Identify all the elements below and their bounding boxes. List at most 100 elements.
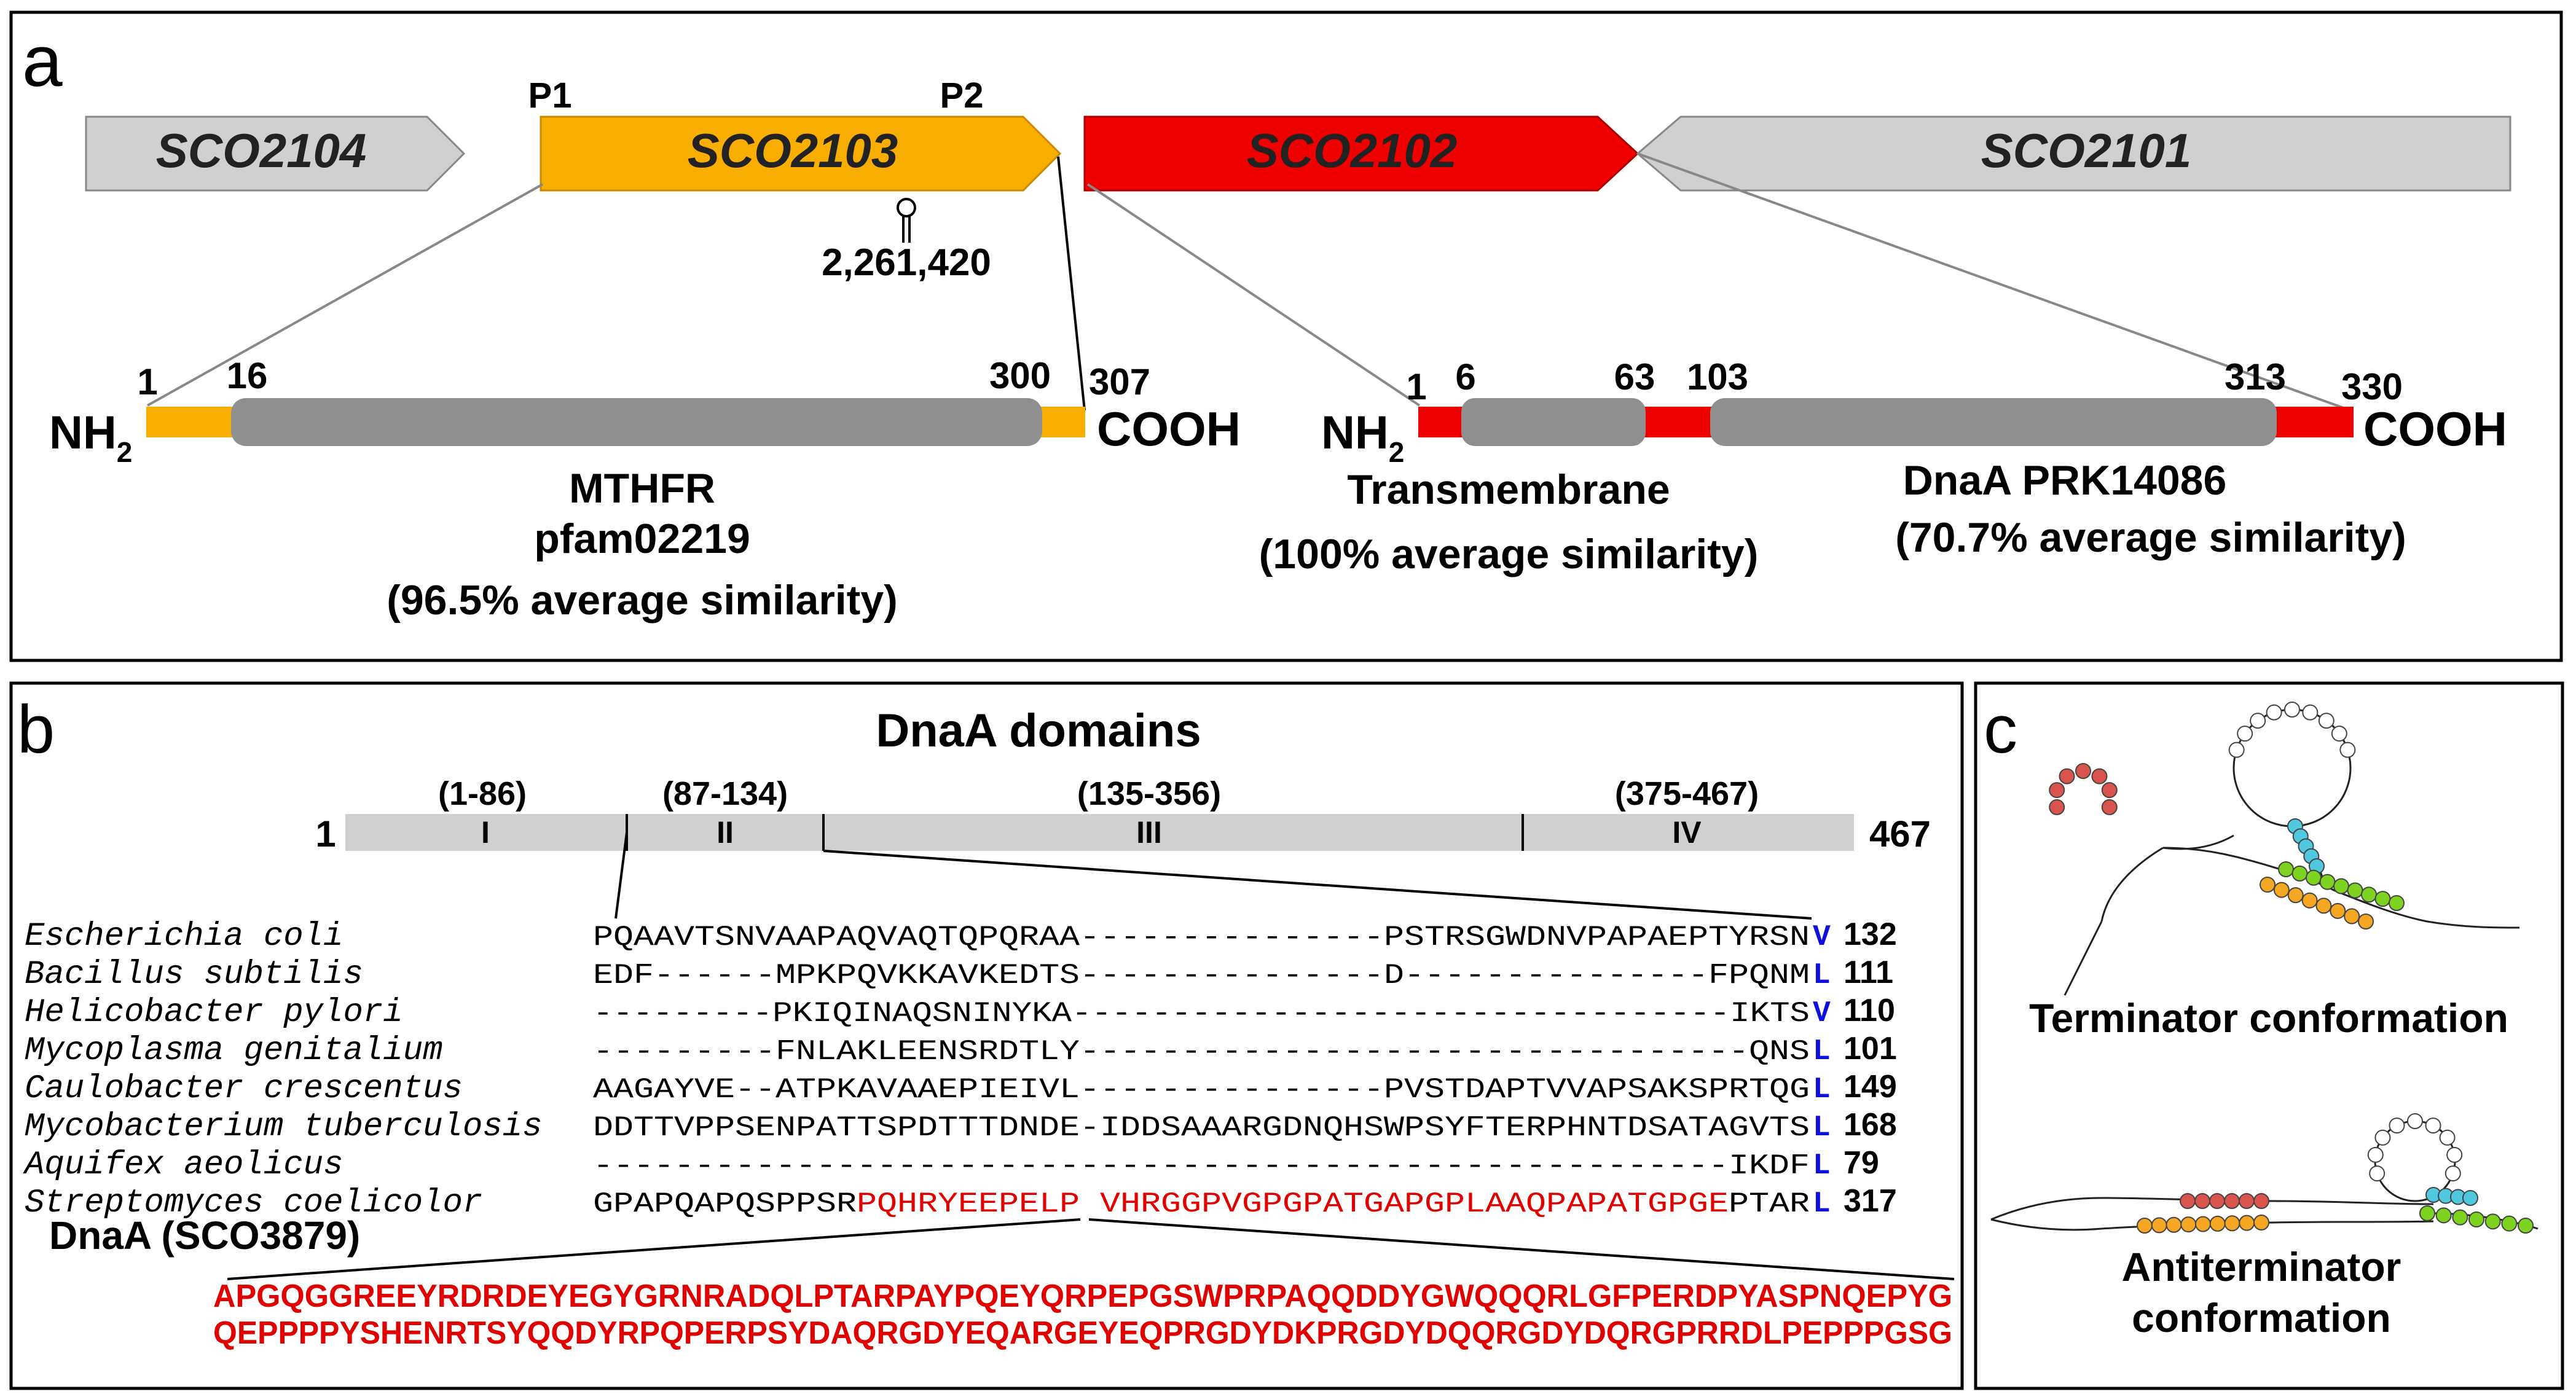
- alignment-species: Mycobacterium tuberculosis: [25, 1108, 543, 1146]
- domain-range: (135-356): [1077, 775, 1221, 812]
- rna-base-icon: [2344, 908, 2360, 925]
- panel-a: a SCO2104 SCO2103 SCO2102 SCO2101 P1 P2 …: [9, 10, 2563, 662]
- rna-base-icon: [2367, 1146, 2384, 1163]
- terminator-caption: Terminator conformation: [2029, 995, 2508, 1041]
- alignment-position: 168: [1844, 1107, 1897, 1143]
- rna-base-icon: [2302, 704, 2319, 721]
- alignment-position: 132: [1844, 917, 1897, 952]
- rna-base-icon: [2137, 1218, 2153, 1234]
- protein-right-pos: 330: [2341, 366, 2403, 407]
- rna-base-icon: [2260, 877, 2276, 893]
- insert-line: [227, 1218, 1081, 1280]
- promoter-p2: P2: [940, 76, 984, 115]
- rna-base-icon: [2284, 702, 2300, 718]
- insert-sequence-line-2: QEPPPPYSHENRTSYQQDYRPQPERPSYDAQRGDYEQARG…: [213, 1315, 1952, 1351]
- dnaa-sco3879-label: DnaA (SCO3879): [49, 1213, 360, 1258]
- rna-base-icon: [2266, 704, 2282, 721]
- rna-base-icon: [2049, 799, 2065, 815]
- expansion-line: [147, 183, 543, 407]
- rna-base-icon: [2239, 1193, 2255, 1209]
- rna-base-icon: [2518, 1218, 2534, 1234]
- alignment-species: Aquifex aeolicus: [23, 1146, 343, 1184]
- gene-arrow-sco2104: [85, 115, 466, 192]
- protein-left-domain-id: pfam02219: [534, 515, 750, 562]
- rna-base-icon: [2091, 768, 2108, 785]
- gene-label-sco2104: SCO2104: [156, 123, 367, 178]
- panel-b: b DnaA domains 1 467 (1-86) (87-134) (13…: [9, 681, 1964, 1390]
- alignment-species: Caulobacter crescentus: [25, 1070, 463, 1108]
- rna-base-icon: [2224, 1215, 2240, 1232]
- alignment-position: 101: [1844, 1031, 1897, 1066]
- gene-label-sco2103: SCO2103: [688, 123, 898, 178]
- protein-right-pos: 103: [1687, 356, 1748, 397]
- rna-base-icon: [2444, 1165, 2461, 1182]
- rna-base-icon: [2468, 1211, 2484, 1227]
- rna-base-icon: [2452, 1209, 2468, 1226]
- alignment-sequence: PQAAVTSNVAAPAQVAQTQPQRAA---------------P…: [593, 922, 1810, 953]
- rna-base-icon: [2315, 898, 2332, 914]
- gene-arrow-sco2102: [1083, 115, 1639, 192]
- protein-left-cterm: COOH: [1097, 402, 1241, 456]
- panel-c: c Terminator conformation Antiterminator…: [1974, 681, 2564, 1390]
- rna-base-icon: [2462, 1190, 2478, 1206]
- rna-base-icon: [2059, 768, 2075, 785]
- rna-base-icon: [2253, 1193, 2269, 1209]
- insertion-marker-icon: [897, 198, 916, 243]
- insertion-site-label: 2,261,420: [822, 241, 991, 284]
- rna-base-icon: [2369, 1165, 2386, 1182]
- protein-left-pos: 307: [1089, 361, 1150, 402]
- protein-left-pos: 300: [989, 355, 1051, 396]
- alignment-conserved-residue: V: [1813, 921, 1831, 954]
- panel-b-frame: [9, 681, 1964, 1390]
- protein-left-domain-label: MTHFR: [569, 465, 715, 512]
- panel-c-label: c: [1984, 692, 2017, 767]
- rna-base-icon: [2501, 1215, 2518, 1232]
- antiterminator-bases: [2137, 1113, 2534, 1234]
- rna-base-icon: [2319, 874, 2336, 890]
- antiterminator-caption-line-1: Antiterminator: [2122, 1244, 2401, 1289]
- rna-base-icon: [2301, 892, 2318, 909]
- rna-base-icon: [2358, 914, 2374, 929]
- protein-right-domain1-similarity: (100% average similarity): [1259, 531, 1759, 577]
- protein-left-similarity: (96.5% average similarity): [387, 577, 898, 624]
- dnaa-domain-bar: [345, 814, 1854, 851]
- alignment-sequence: EDF------MPKPQVKKAVKEDTS---------------D…: [593, 960, 1810, 992]
- protein-right-pos: 313: [2225, 356, 2286, 397]
- gene-label-sco2101: SCO2101: [1981, 123, 2192, 178]
- rna-base-icon: [2389, 1117, 2405, 1134]
- domain-numeral: III: [1136, 815, 1162, 850]
- promoter-p1: P1: [528, 76, 572, 115]
- antiterminator-caption-line-2: conformation: [2132, 1295, 2391, 1340]
- panel-a-label: a: [22, 21, 63, 102]
- rna-base-icon: [2101, 782, 2118, 799]
- alignment-species: Streptomyces coelicolor: [25, 1184, 482, 1222]
- terminator-structure-icon: [2064, 708, 2520, 996]
- gene-arrow-sco2101: [1636, 115, 2511, 192]
- insert-line: [1088, 1218, 1955, 1280]
- alignment-position: 149: [1844, 1069, 1897, 1105]
- rna-base-icon: [2209, 1193, 2225, 1209]
- alignment-conserved-residue: L: [1813, 959, 1831, 992]
- domain-range: (1-86): [438, 775, 527, 812]
- gene-label-sco2102: SCO2102: [1247, 123, 1458, 178]
- alignment-sequence: AAGAYVE--ATPKAVAAEPIEIVL---------------P…: [593, 1074, 1810, 1106]
- domain-numeral: IV: [1672, 815, 1702, 850]
- rna-base-icon: [2237, 726, 2253, 742]
- rna-base-icon: [2361, 886, 2377, 903]
- protein-right-nterm: NH2: [1321, 407, 1404, 468]
- rna-base-icon: [2180, 1216, 2197, 1233]
- rna-base-icon: [2339, 742, 2356, 758]
- rna-base-icon: [2194, 1193, 2210, 1209]
- zoom-line: [615, 832, 628, 919]
- protein-left-pos: 16: [227, 355, 268, 396]
- alignment-conserved-residue: L: [1813, 1035, 1831, 1068]
- rna-base-icon: [2287, 887, 2304, 904]
- alignment-conserved-residue: L: [1813, 1073, 1831, 1106]
- protein-right-pos: 1: [1406, 366, 1426, 407]
- domain-numeral: II: [717, 815, 734, 850]
- rna-base-icon: [2228, 742, 2245, 758]
- panel-b-title: DnaA domains: [876, 705, 1201, 757]
- rna-base-icon: [2446, 1146, 2463, 1163]
